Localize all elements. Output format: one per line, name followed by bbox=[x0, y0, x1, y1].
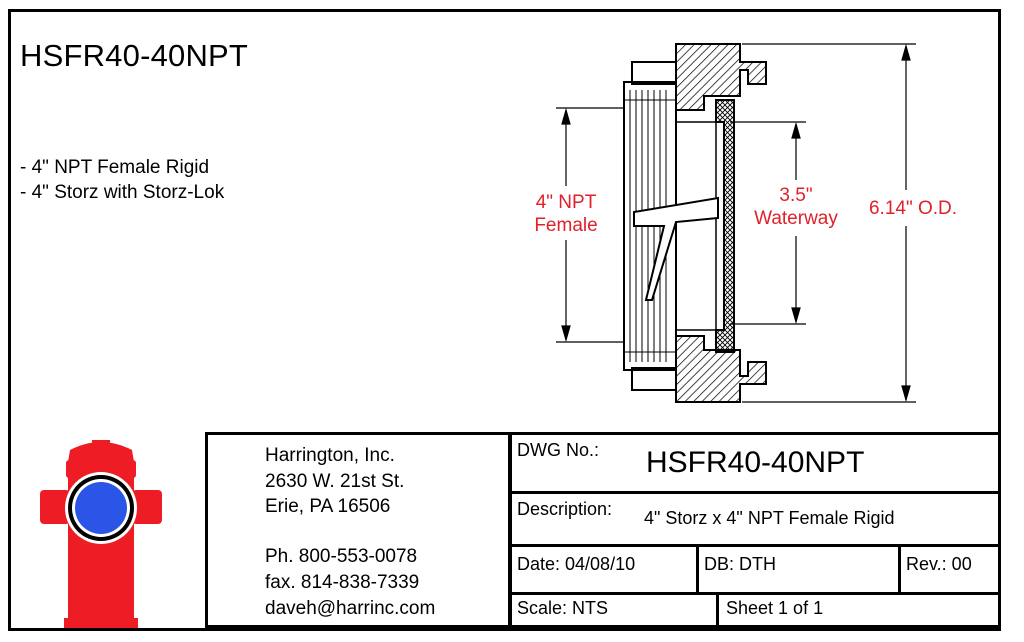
waterway-label-line: 3.5" bbox=[779, 185, 813, 206]
od-dimension-label: 6.14" O.D. bbox=[868, 198, 958, 219]
rev-value: Rev.: 00 bbox=[906, 554, 972, 574]
company-email[interactable]: daveh@harrinc.com bbox=[265, 598, 436, 619]
dwg-number-value: HSFR40-40NPT bbox=[646, 446, 865, 479]
description-value: 4" Storz x 4" NPT Female Rigid bbox=[644, 508, 895, 528]
waterway-label-line: Waterway bbox=[754, 208, 838, 229]
dwg-number-label: DWG No.: bbox=[517, 440, 600, 460]
company-name: Harrington, Inc. bbox=[265, 445, 395, 466]
dimension-npt bbox=[556, 107, 624, 343]
fire-hydrant-icon bbox=[40, 440, 162, 628]
note-line: - 4" Storz with Storz-Lok bbox=[20, 182, 225, 203]
drawing-title: HSFR40-40NPT bbox=[20, 38, 249, 73]
dimension-waterway bbox=[730, 121, 806, 325]
company-phone: Ph. 800-553-0078 bbox=[265, 546, 418, 567]
description-label: Description: bbox=[517, 499, 613, 519]
sheet-cell bbox=[716, 592, 1001, 628]
drawing-frame bbox=[8, 9, 1001, 631]
scale-value: Scale: NTS bbox=[517, 598, 609, 618]
db-value: DB: DTH bbox=[704, 554, 776, 574]
sheet-value: Sheet 1 of 1 bbox=[726, 598, 824, 618]
company-street: 2630 W. 21st St. bbox=[265, 471, 405, 492]
note-line: - 4" NPT Female Rigid bbox=[20, 157, 210, 178]
waterway-dimension-label: 3.5" Waterway bbox=[742, 184, 850, 230]
drawing-notes: - 4" NPT Female Rigid - 4" Storz with St… bbox=[20, 155, 224, 205]
dimension-od bbox=[742, 43, 916, 403]
date-value: Date: 04/08/10 bbox=[517, 554, 636, 574]
company-city: Erie, PA 16506 bbox=[265, 496, 391, 517]
npt-label-line: 4" NPT bbox=[535, 192, 597, 213]
npt-dimension-label: 4" NPT Female bbox=[520, 191, 612, 237]
coupling-body bbox=[623, 43, 767, 403]
company-fax: fax. 814-838-7339 bbox=[265, 572, 420, 593]
npt-label-line: Female bbox=[534, 215, 598, 236]
